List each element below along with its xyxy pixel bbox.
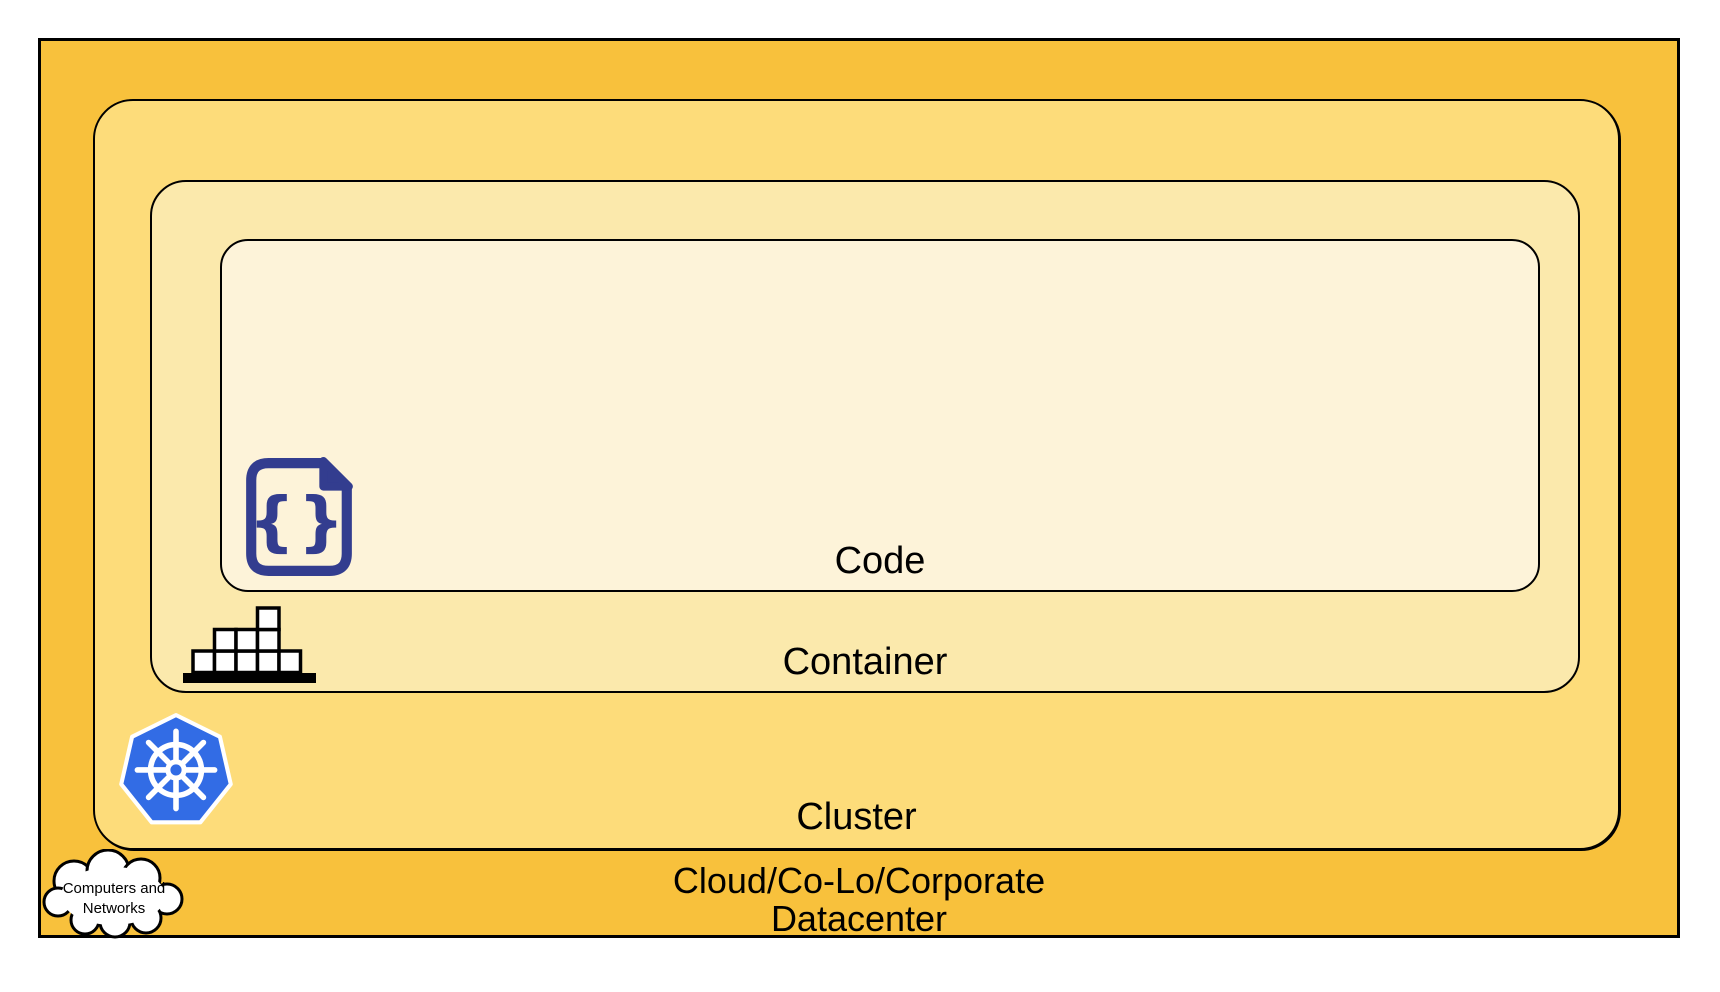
layer-code-box: [220, 239, 1540, 592]
kubernetes-icon: [119, 713, 233, 825]
cloud-label-line1: Computers and: [63, 880, 166, 897]
cloud-label-line2: Networks: [83, 900, 146, 917]
container-blocks-icon: [183, 606, 316, 683]
code-file-icon: {}: [246, 457, 353, 576]
cloud-icon: Computers and Networks: [42, 849, 184, 939]
code-braces-glyph: {}: [249, 484, 348, 559]
